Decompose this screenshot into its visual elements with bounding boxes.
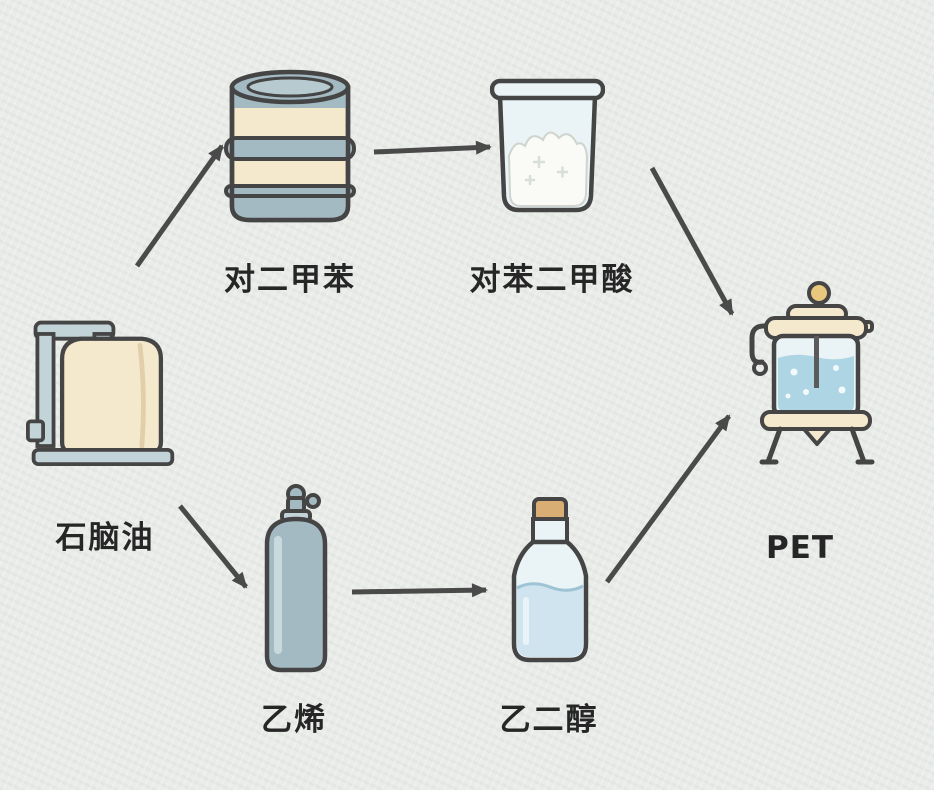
node-terephthalic-acid (490, 76, 605, 218)
label-ethylene: 乙烯 (261, 702, 327, 738)
storage-tank-icon (26, 320, 175, 466)
gas-cylinder-icon (264, 484, 328, 673)
arrow-tpa-to-pet (649, 166, 735, 316)
drum-barrel-icon (224, 69, 356, 223)
arrow-naphtha-to-pxylene (134, 144, 225, 268)
node-naphtha (26, 306, 178, 474)
node-ethylene (250, 482, 342, 674)
beaker-powder-icon (490, 78, 605, 213)
arrow-pxylene-to-tpa (373, 140, 492, 155)
node-p-xylene (220, 66, 360, 228)
bottle-liquid-icon (511, 497, 589, 663)
label-p-xylene: 对二甲苯 (224, 262, 356, 298)
reactor-icon (749, 281, 875, 465)
label-pet: PET (765, 530, 835, 566)
arrow-ethylene-to-meg (351, 583, 488, 598)
node-ethylene-glycol (496, 496, 604, 666)
label-terephthalic-acid: 对苯二甲酸 (469, 262, 635, 298)
node-pet (736, 280, 876, 474)
label-naphtha: 石脑油 (55, 520, 155, 556)
label-ethylene-glycol: 乙二醇 (499, 702, 599, 738)
arrow-meg-to-pet (604, 414, 732, 584)
